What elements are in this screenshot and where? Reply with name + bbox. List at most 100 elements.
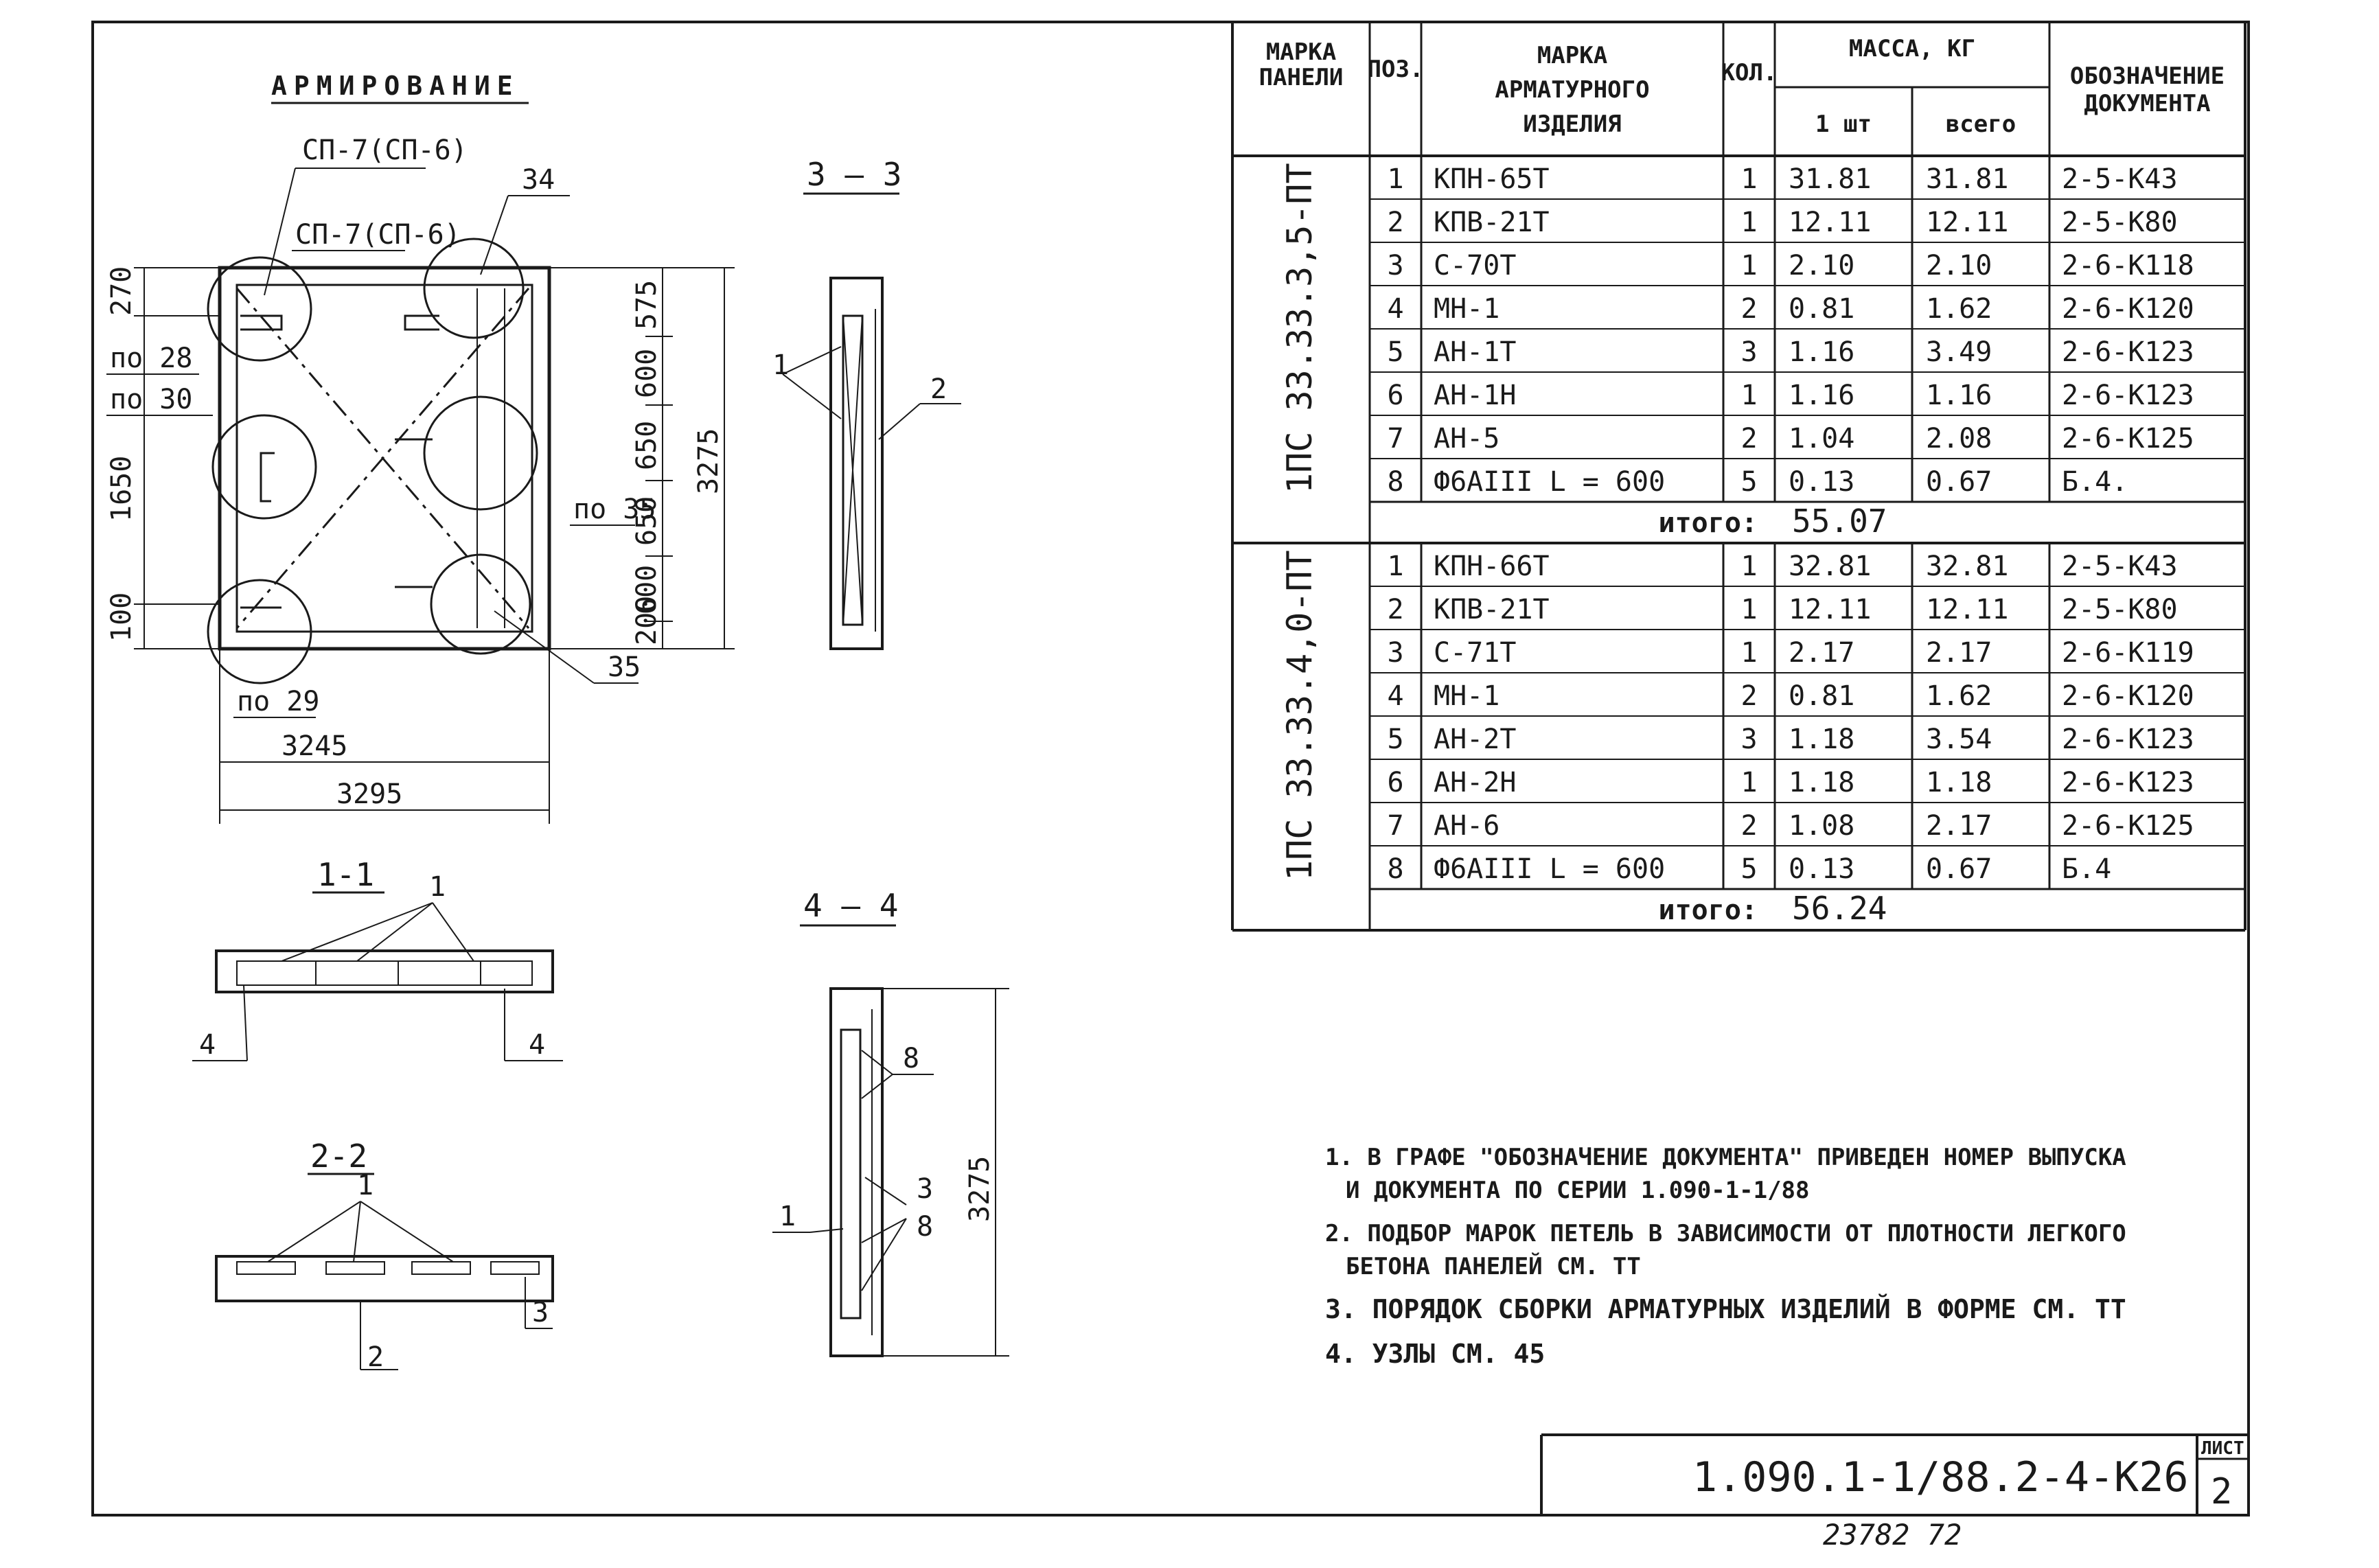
row-mass-total: 2.08 <box>1926 423 1992 454</box>
label-sp7-b: СП-7(СП-6) <box>295 219 461 251</box>
row-qty: 1 <box>1740 207 1757 238</box>
row-qty: 2 <box>1740 680 1757 712</box>
label-pos34: 34 <box>522 164 555 196</box>
dim-3295: 3295 <box>336 779 402 810</box>
row-pos: 8 <box>1387 853 1403 885</box>
row-doc: 2-6-К120 <box>2062 293 2194 325</box>
row-doc: 2-6-К125 <box>2062 810 2194 842</box>
row-qty: 2 <box>1740 810 1757 842</box>
row-item-mark: МН-1 <box>1434 293 1499 325</box>
header-panel-mark: ПАНЕЛИ <box>1259 64 1344 91</box>
label-po28: по 28 <box>110 343 192 374</box>
row-mass-one: 0.81 <box>1789 293 1854 325</box>
header-doc: ОБОЗНАЧЕНИЕ <box>2070 62 2225 90</box>
detail-circle-34 <box>423 238 525 339</box>
section-1-1: 1-1 1 4 4 <box>192 856 563 1061</box>
row-doc: 2-6-К120 <box>2062 680 2194 712</box>
svg-text:2: 2 <box>367 1341 384 1373</box>
row-item-mark: АН-2Н <box>1434 767 1516 798</box>
detail-circle-po35 <box>423 395 538 511</box>
row-mass-total: 31.81 <box>1926 163 2008 195</box>
row-mass-total: 3.54 <box>1926 724 1992 755</box>
row-pos: 1 <box>1387 551 1403 582</box>
total-label: итого: <box>1659 507 1758 539</box>
row-mass-one: 1.08 <box>1789 810 1854 842</box>
dim-650-b: 650 <box>631 496 663 546</box>
section-3-3-title: 3 — 3 <box>807 156 901 193</box>
footer-number: 23782 72 <box>1823 1518 1962 1552</box>
row-mass-total: 0.67 <box>1926 853 1992 885</box>
row-doc: 2-5-К43 <box>2062 163 2178 195</box>
row-qty: 2 <box>1740 423 1757 454</box>
row-pos: 4 <box>1387 293 1403 325</box>
row-doc: 2-6-К119 <box>2062 637 2194 669</box>
row-pos: 6 <box>1387 767 1403 798</box>
row-mass-one: 0.13 <box>1789 466 1854 498</box>
row-item-mark: Ф6АIII L = 600 <box>1434 853 1665 885</box>
svg-text:1: 1 <box>772 349 789 381</box>
row-mass-one: 32.81 <box>1789 551 1871 582</box>
row-item-mark: КПН-66Т <box>1434 551 1550 582</box>
label-pos35: 35 <box>608 652 641 683</box>
row-mass-one: 12.11 <box>1789 207 1871 238</box>
svg-text:8: 8 <box>917 1211 933 1243</box>
dim-200: 200 <box>631 596 663 645</box>
row-mass-total: 1.16 <box>1926 380 1992 411</box>
row-qty: 3 <box>1740 336 1757 368</box>
row-mass-one: 1.18 <box>1789 767 1854 798</box>
dim-575: 575 <box>631 280 663 330</box>
svg-text:3: 3 <box>532 1297 549 1328</box>
section-4-4-title: 4 — 4 <box>803 887 898 924</box>
dim-3245: 3245 <box>281 730 347 762</box>
note-1a: 1. В ГРАФЕ "ОБОЗНАЧЕНИЕ ДОКУМЕНТА" ПРИВЕ… <box>1325 1144 2126 1171</box>
row-pos: 3 <box>1387 250 1403 281</box>
row-mass-total: 1.62 <box>1926 680 1992 712</box>
row-mass-total: 2.17 <box>1926 637 1992 669</box>
header-item-mark: ИЗДЕЛИЯ <box>1523 111 1621 138</box>
row-item-mark: АН-6 <box>1434 810 1499 842</box>
document-code: 1.090.1-1/88.2-4-К26 <box>1692 1453 2188 1501</box>
row-doc: Б.4. <box>2062 466 2128 498</box>
detail-circle-po30 <box>211 414 317 520</box>
row-item-mark: С-70Т <box>1434 250 1516 281</box>
section-2-2: 2-2 1 3 2 <box>215 1138 554 1373</box>
row-item-mark: КПВ-21Т <box>1434 594 1550 625</box>
sheet-number: 2 <box>2211 1471 2232 1512</box>
row-mass-one: 31.81 <box>1789 163 1871 195</box>
row-mass-one: 1.18 <box>1789 724 1854 755</box>
dim-270: 270 <box>106 266 137 316</box>
detail-circle-35 <box>430 553 531 655</box>
row-doc: 2-6-К125 <box>2062 423 2194 454</box>
dim-3275-plan: 3275 <box>693 428 724 494</box>
row-pos: 7 <box>1387 423 1403 454</box>
row-qty: 5 <box>1740 853 1757 885</box>
row-doc: 2-6-К123 <box>2062 767 2194 798</box>
header-mass-total: всего <box>1946 111 2016 138</box>
dim-1650: 1650 <box>106 456 137 522</box>
row-item-mark: АН-2Т <box>1434 724 1516 755</box>
row-mass-one: 0.81 <box>1789 680 1854 712</box>
row-pos: 3 <box>1387 637 1403 669</box>
header-item-mark: АРМАТУРНОГО <box>1495 76 1649 104</box>
svg-text:4: 4 <box>529 1029 545 1061</box>
row-qty: 3 <box>1740 724 1757 755</box>
section-2-2-title: 2-2 <box>310 1138 367 1175</box>
total-label: итого: <box>1659 895 1758 926</box>
row-mass-total: 0.67 <box>1926 466 1992 498</box>
row-mass-one: 0.13 <box>1789 853 1854 885</box>
row-qty: 1 <box>1740 551 1757 582</box>
detail-circle-po28 <box>207 256 312 362</box>
row-qty: 1 <box>1740 250 1757 281</box>
row-item-mark: АН-1Н <box>1434 380 1516 411</box>
panel-outline <box>218 266 551 651</box>
row-mass-one: 1.16 <box>1789 336 1854 368</box>
row-pos: 7 <box>1387 810 1403 842</box>
header-qty: КОЛ. <box>1721 59 1778 87</box>
row-doc: 2-6-К123 <box>2062 724 2194 755</box>
header-pos: ПОЗ. <box>1368 56 1424 83</box>
dim-650-a: 650 <box>631 421 663 470</box>
row-doc: Б.4 <box>2062 853 2111 885</box>
row-pos: 5 <box>1387 336 1403 368</box>
